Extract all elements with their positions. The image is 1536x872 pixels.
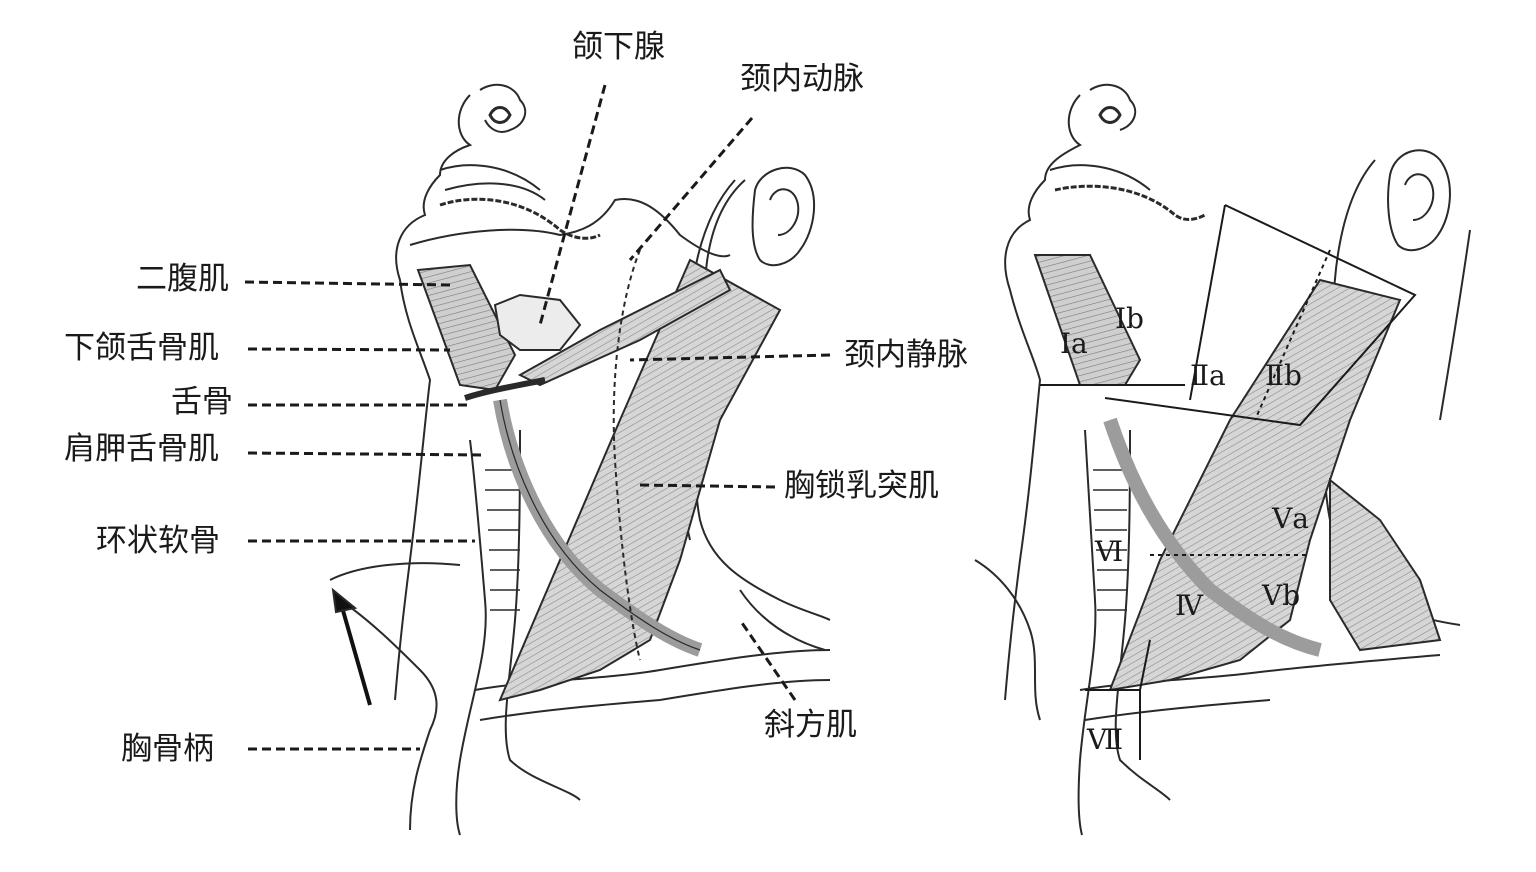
up-arrow-head bbox=[331, 587, 358, 614]
internal-jugular-vein-line bbox=[612, 249, 641, 661]
right-sternocleidomastoid bbox=[1108, 278, 1402, 692]
right-muscles bbox=[1033, 254, 1442, 692]
hyoid-bone bbox=[464, 377, 546, 401]
zone-label-iia: Ⅱa bbox=[1190, 359, 1226, 392]
zone-label-vb: Ⅴb bbox=[1262, 579, 1301, 612]
left-lips bbox=[439, 164, 546, 201]
right-ear bbox=[1387, 149, 1451, 252]
label-cricoid: 环状软骨 bbox=[96, 523, 220, 559]
up-arrow-shaft bbox=[338, 599, 372, 706]
right-digastric bbox=[1033, 254, 1142, 386]
left-teeth bbox=[439, 197, 601, 240]
label-manubrium: 胸骨柄 bbox=[121, 731, 214, 767]
right-trapezius bbox=[1329, 477, 1442, 652]
zone-label-vii: Ⅶ bbox=[1087, 723, 1124, 756]
zone-label-ib: Ⅰb bbox=[1115, 302, 1144, 335]
zone-boundary-iib bbox=[1254, 249, 1331, 421]
zone-label-va: Ⅴa bbox=[1272, 502, 1309, 535]
submandibular-gland-shape bbox=[493, 293, 582, 351]
left-nose bbox=[479, 83, 527, 133]
left-ear bbox=[751, 166, 816, 267]
sternocleidomastoid-muscle bbox=[498, 258, 782, 702]
label-internal-carotid-artery: 颈内动脉 bbox=[740, 61, 864, 97]
right-face-outline bbox=[1004, 94, 1082, 701]
left-jaw bbox=[409, 198, 731, 258]
label-omohyoid: 肩胛舌骨肌 bbox=[64, 431, 219, 467]
label-hyoid: 舌骨 bbox=[171, 384, 233, 420]
digastric-muscle bbox=[416, 263, 517, 392]
zone-label-vi: Ⅵ bbox=[1095, 535, 1124, 568]
label-internal-jugular-vein: 颈内静脉 bbox=[844, 337, 968, 373]
zone-label-iv: Ⅳ bbox=[1175, 589, 1203, 622]
label-digastric: 二腹肌 bbox=[136, 261, 229, 297]
left-neck-figure bbox=[329, 83, 831, 836]
zone-boundaries bbox=[1040, 204, 1417, 760]
zone-boundary-top bbox=[1104, 204, 1417, 427]
right-lips bbox=[1049, 164, 1151, 191]
label-submandibular-gland: 颌下腺 bbox=[572, 29, 665, 65]
zone-label-ia: Ⅰa bbox=[1060, 327, 1088, 360]
label-mylohyoid: 下颌舌骨肌 bbox=[64, 330, 219, 366]
mylohyoid-band bbox=[517, 268, 732, 387]
zone-label-iib: Ⅱb bbox=[1265, 359, 1302, 392]
right-neck-figure bbox=[974, 83, 1471, 836]
leader-lines bbox=[244, 84, 831, 751]
right-trachea bbox=[1077, 429, 1097, 836]
left-face-outline bbox=[394, 94, 473, 701]
right-teeth bbox=[1054, 184, 1206, 221]
left-trachea bbox=[455, 439, 487, 836]
right-nose bbox=[1089, 83, 1137, 131]
label-trapezius: 斜方肌 bbox=[764, 707, 857, 743]
zone-boundary-ii bbox=[1189, 204, 1226, 401]
label-sternocleidomastoid: 胸锁乳突肌 bbox=[784, 468, 939, 504]
left-muscles bbox=[331, 249, 826, 706]
